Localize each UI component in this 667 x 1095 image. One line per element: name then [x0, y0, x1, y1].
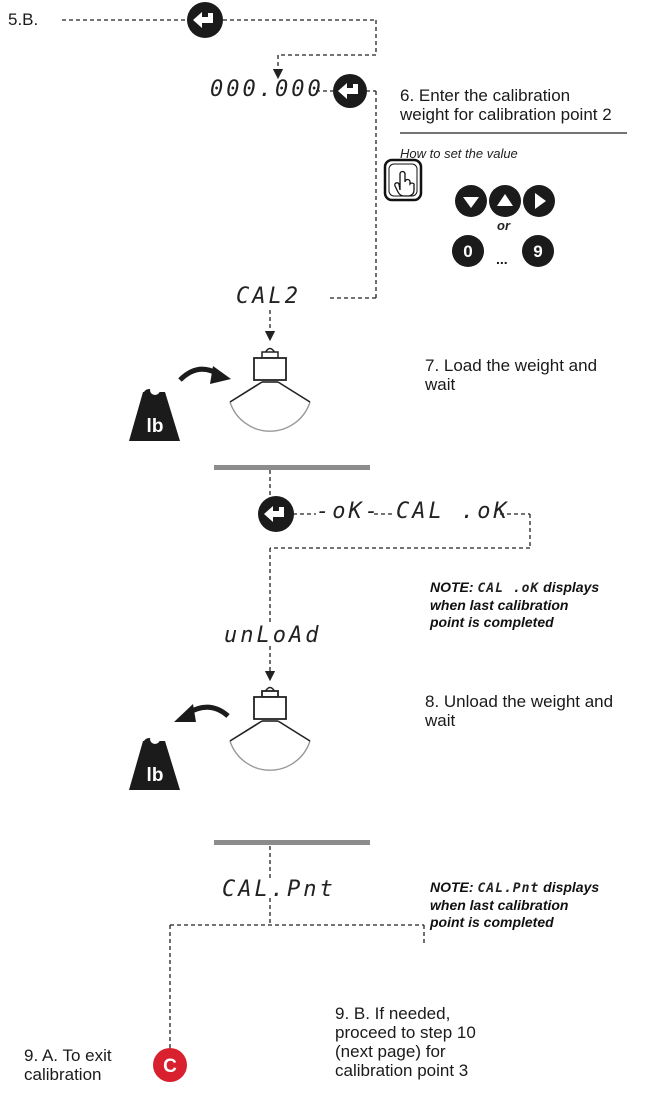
step-6-text: 6. Enter the calibration weight for cali… [400, 86, 612, 124]
c-key-label: C [163, 1056, 177, 1077]
step-5b-label: 5.B. [8, 10, 39, 29]
note-code: CAL.Pnt [477, 881, 540, 896]
arrow-right-key-icon[interactable] [523, 185, 555, 217]
display-value: 000.000 [210, 77, 324, 102]
note-line2: when last calibration [430, 597, 569, 613]
enter-key-icon[interactable] [333, 74, 367, 108]
key-zero-label: 0 [463, 242, 472, 261]
note-line1-suffix: displays [539, 579, 600, 595]
weight-lb-icon: lb [129, 734, 180, 790]
weight-lb-icon: lb [129, 385, 180, 441]
display-unload: unLoAd [224, 623, 322, 648]
scale-icon [229, 347, 311, 432]
note-cal-pnt: NOTE: CAL.Pnt displays when last calibra… [430, 879, 599, 931]
number-key-nine[interactable]: 9 [522, 235, 554, 267]
how-to-set-label: How to set the value [400, 146, 518, 161]
note-prefix: NOTE: [430, 879, 474, 895]
number-key-zero[interactable]: 0 [452, 235, 484, 267]
enter-key-icon[interactable] [258, 496, 294, 532]
step-8-text: 8. Unload the weight and wait [425, 692, 614, 730]
weight-label: lb [147, 765, 164, 786]
note-line1-suffix: displays [539, 879, 600, 895]
note-code: CAL .oK [477, 581, 540, 596]
step-7-text: 7. Load the weight and wait [425, 356, 598, 394]
display-cal2: CAL2 [236, 284, 301, 309]
display-cal-pnt: CAL.Pnt [222, 877, 336, 902]
divider-bar [214, 840, 370, 845]
enter-key-icon[interactable] [187, 2, 223, 38]
weight-label: lb [147, 416, 164, 437]
arrow-up-key-icon[interactable] [489, 185, 521, 217]
note-prefix: NOTE: [430, 579, 474, 595]
divider-bar [214, 465, 370, 470]
key-or-label: or [497, 218, 510, 233]
display-ok: -oK- [316, 499, 381, 524]
scale-icon [229, 686, 311, 771]
key-nine-label: 9 [533, 242, 542, 261]
arrow-down-key-icon[interactable] [455, 185, 487, 217]
note-line2: when last calibration [430, 897, 569, 913]
note-line3: point is completed [430, 914, 554, 930]
step-9a-text: 9. A. To exit calibration [24, 1046, 112, 1084]
c-key-icon[interactable]: C [153, 1048, 187, 1082]
note-line3: point is completed [430, 614, 554, 630]
key-ellipsis: ... [496, 251, 508, 267]
note-cal-ok: NOTE: CAL .oK displays when last calibra… [430, 579, 599, 631]
step-9b-text: 9. B. If needed, proceed to step 10 (nex… [335, 1004, 476, 1080]
display-cal-ok: CAL .oK [396, 499, 510, 524]
hand-press-icon[interactable] [383, 158, 423, 202]
